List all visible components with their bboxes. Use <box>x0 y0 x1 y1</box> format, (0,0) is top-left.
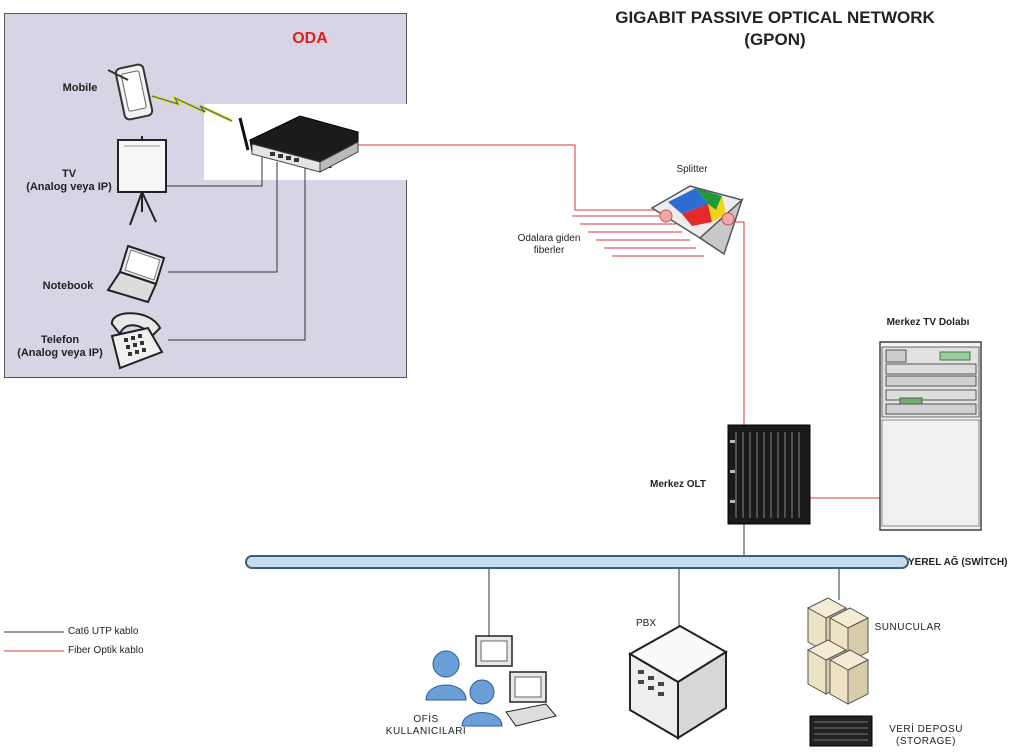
fiber-router-splitter <box>355 144 660 211</box>
switch-bar <box>245 555 909 569</box>
label-tv-cabinet: Merkez TV Dolabı <box>886 317 970 328</box>
mobile-icon <box>107 63 154 121</box>
label-storage-line1: VERİ DEPOSU <box>889 724 963 735</box>
label-phone-line2: (Analog veya IP) <box>17 347 103 359</box>
label-phone: Telefon (Analog veya IP) <box>10 334 110 360</box>
telephone-icon <box>110 312 164 370</box>
notebook-icon <box>106 244 166 304</box>
olt-rack-icon <box>727 424 811 525</box>
label-phone-line1: Telefon <box>40 334 80 346</box>
legend-fiber-label: Fiber Optik kablo <box>68 645 144 656</box>
fiber-splitter-olt <box>728 221 745 425</box>
label-switch: YEREL AĞ (SWİTCH) <box>908 557 1008 568</box>
label-storage-line2: (STORAGE) <box>896 736 956 747</box>
label-fibers: Odalara giden fiberler <box>508 233 590 257</box>
label-splitter: Splitter <box>676 164 708 175</box>
label-olt: Merkez OLT <box>650 479 706 490</box>
label-tv-line1: TV <box>61 168 77 180</box>
title-line1: GIGABIT PASSIVE OPTICAL NETWORK <box>615 8 935 27</box>
room-area <box>4 13 407 378</box>
utp-cable-notebook <box>168 162 278 273</box>
label-fibers-line2: fiberler <box>533 245 565 256</box>
tv-screen-icon <box>117 136 167 226</box>
tv-cabinet-icon <box>879 341 982 531</box>
splitter-icon <box>650 185 744 256</box>
legend-utp-label: Cat6 UTP kablo <box>68 626 139 637</box>
title-line2: (GPON) <box>744 30 806 49</box>
utp-cable-phone <box>168 165 306 341</box>
utp-cable-tv <box>166 152 263 187</box>
router-icon <box>238 115 359 173</box>
storage-icon <box>809 715 873 747</box>
label-pbx: PBX <box>635 618 656 629</box>
diagram-title: GIGABIT PASSIVE OPTICAL NETWORK (GPON) <box>560 7 990 51</box>
label-tv: TV (Analog veya IP) <box>14 168 124 194</box>
label-storage: VERİ DEPOSU (STORAGE) <box>876 724 976 748</box>
label-servers: SUNUCULAR <box>874 622 942 633</box>
label-notebook: Notebook <box>42 280 94 292</box>
label-tv-line2: (Analog veya IP) <box>26 181 112 193</box>
label-office-line2: KULLANICILARI <box>385 726 467 737</box>
label-mobile: Mobile <box>62 82 98 94</box>
utp-cables <box>166 152 840 655</box>
label-office: OFİS KULLANICILARI <box>376 714 476 738</box>
pbx-icon <box>627 624 728 740</box>
office-users-icon <box>425 635 557 727</box>
label-office-line1: OFİS <box>413 714 439 725</box>
label-fibers-line1: Odalara giden <box>517 233 581 244</box>
room-title: ODA <box>292 30 328 47</box>
servers-icon <box>806 597 870 705</box>
